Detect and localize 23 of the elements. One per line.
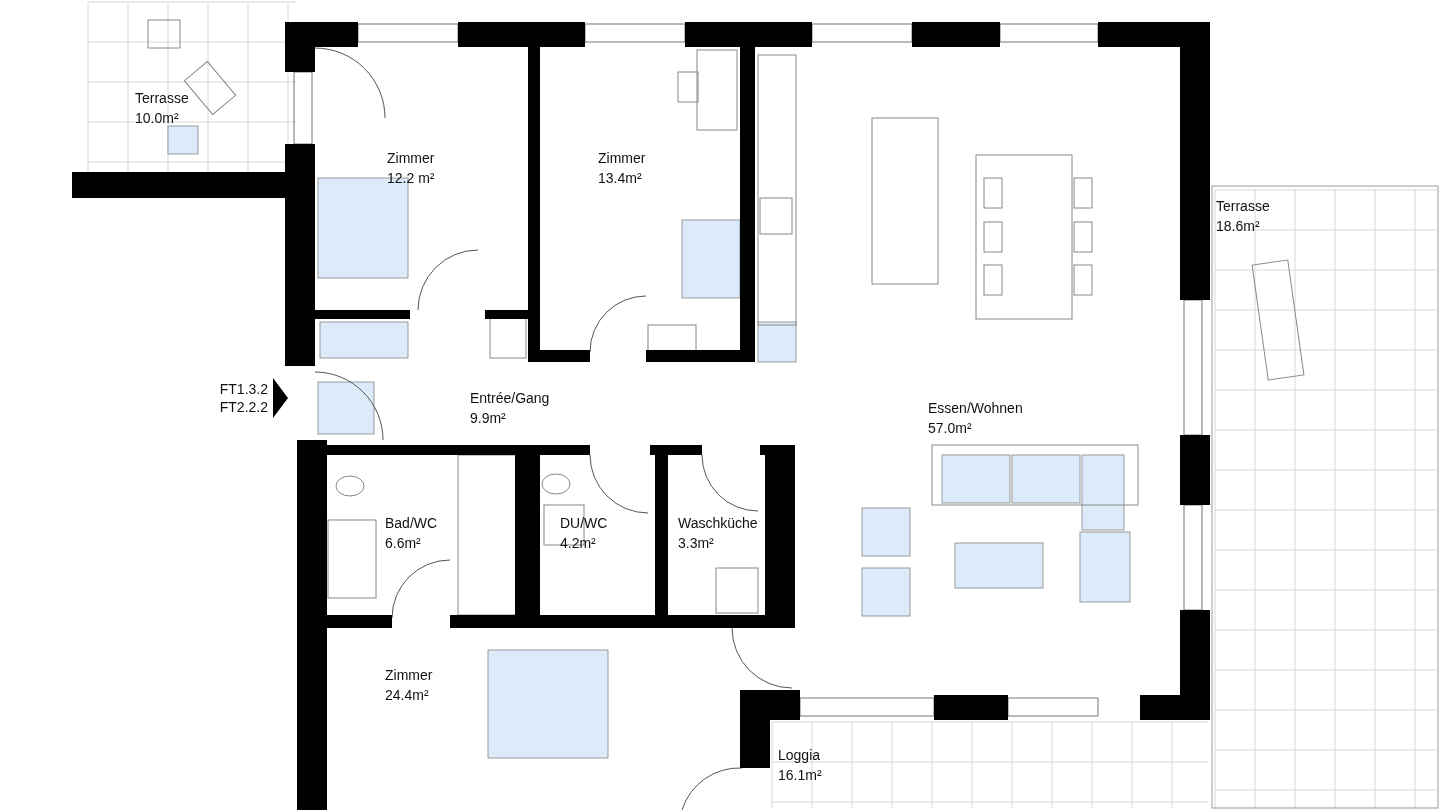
room-name: DU/WC xyxy=(560,514,608,533)
room-name: Entrée/Gang xyxy=(470,389,550,408)
reference-label: FT1.3.2 FT2.2.2 xyxy=(218,380,268,416)
area-label: 12.2 m² xyxy=(387,169,435,188)
room-name: Loggia xyxy=(778,746,822,765)
area-label: 13.4m² xyxy=(598,169,643,188)
area-label: 6.6m² xyxy=(385,534,422,553)
room-name: Waschküche xyxy=(678,514,758,533)
room-name: Zimmer xyxy=(387,149,435,168)
room-name: Terrasse xyxy=(1216,197,1270,216)
area-label: 3.3m² xyxy=(678,534,715,553)
area-label: 57.0m² xyxy=(928,419,973,438)
room-name: Terrasse xyxy=(135,89,189,108)
area-label: 18.6m² xyxy=(1216,217,1261,236)
room-name: Zimmer xyxy=(598,149,646,168)
area-label: 9.9m² xyxy=(470,409,507,428)
room-name: Zimmer xyxy=(385,666,433,685)
room-name: Bad/WC xyxy=(385,514,438,533)
room-name: Essen/Wohnen xyxy=(928,399,1023,418)
area-label: 24.4m² xyxy=(385,686,430,705)
area-label: 4.2m² xyxy=(560,534,597,553)
area-label: 16.1m² xyxy=(778,766,822,785)
area-label: 10.0m² xyxy=(135,109,180,128)
